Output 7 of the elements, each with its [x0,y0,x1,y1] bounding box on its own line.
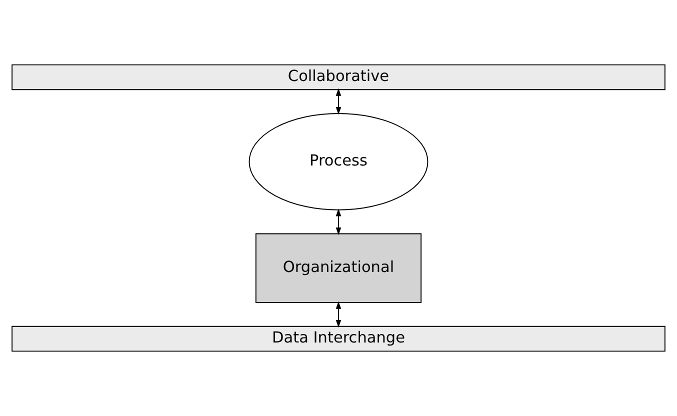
arrow [336,301,342,328]
node-box: Data Interchange [12,326,666,352]
node-box: Collaborative [12,64,666,90]
arrow [336,208,342,236]
node-box: Organizational [255,233,422,303]
node-ellipse: Process [248,113,428,210]
arrow [336,88,342,115]
